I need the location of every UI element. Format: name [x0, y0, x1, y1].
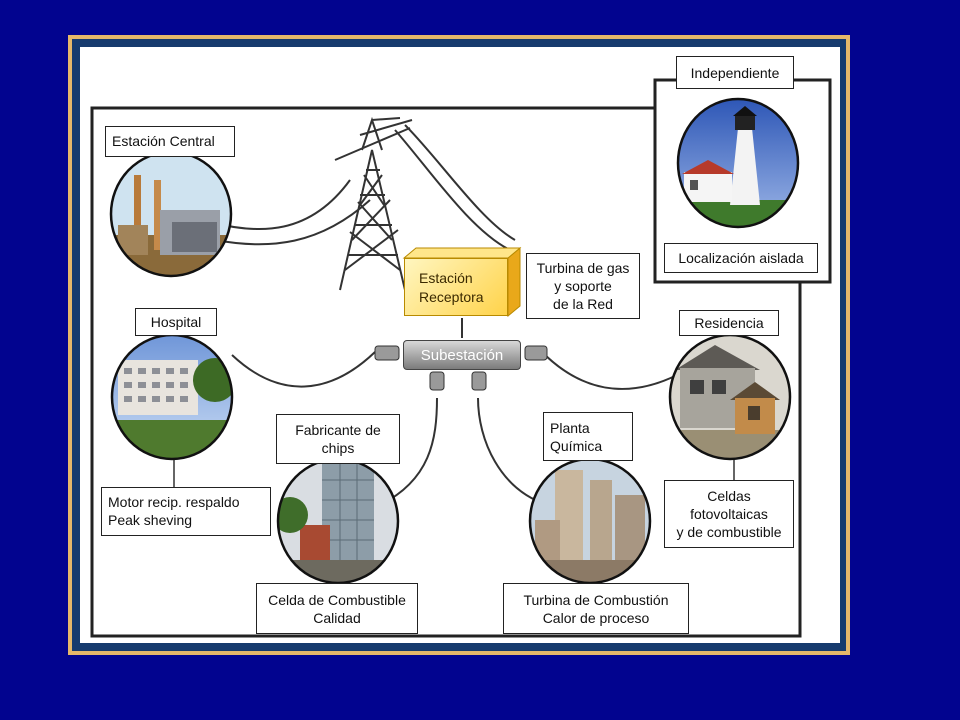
substation: Subestación [403, 340, 521, 370]
chemical-plant-photo [530, 459, 650, 583]
label-hospital: Hospital [135, 308, 217, 336]
power-plant-photo [111, 152, 231, 276]
label-planta-quimica: Planta Química [543, 412, 633, 461]
transmission-tower [334, 116, 413, 291]
label-residencia: Residencia [679, 310, 779, 336]
label-celdas-fotovoltaicas: Celdas fotovoltaicas y de combustible [664, 480, 794, 548]
lighthouse-border [676, 97, 800, 229]
substation-connectors [374, 345, 548, 391]
hospital-building-photo [112, 335, 232, 459]
label-celda-combustible: Celda de Combustible Calidad [256, 583, 418, 634]
label-estacion-central: Estación Central [105, 126, 235, 157]
label-motor-recip: Motor recip. respaldo Peak sheving [101, 487, 271, 536]
label-turbina-combustion: Turbina de Combustión Calor de proceso [503, 583, 689, 634]
transmission-lines [209, 124, 684, 506]
label-turbina-gas: Turbina de gas y soporte de la Red [526, 253, 640, 319]
receiving-station-side [507, 246, 521, 318]
label-independiente: Independiente [676, 56, 794, 89]
receiving-station: Estación Receptora [404, 258, 508, 316]
receiving-station-top [402, 247, 522, 259]
label-localizacion-aislada: Localización aislada [664, 243, 818, 273]
label-fabricante-chips: Fabricante de chips [276, 414, 400, 464]
